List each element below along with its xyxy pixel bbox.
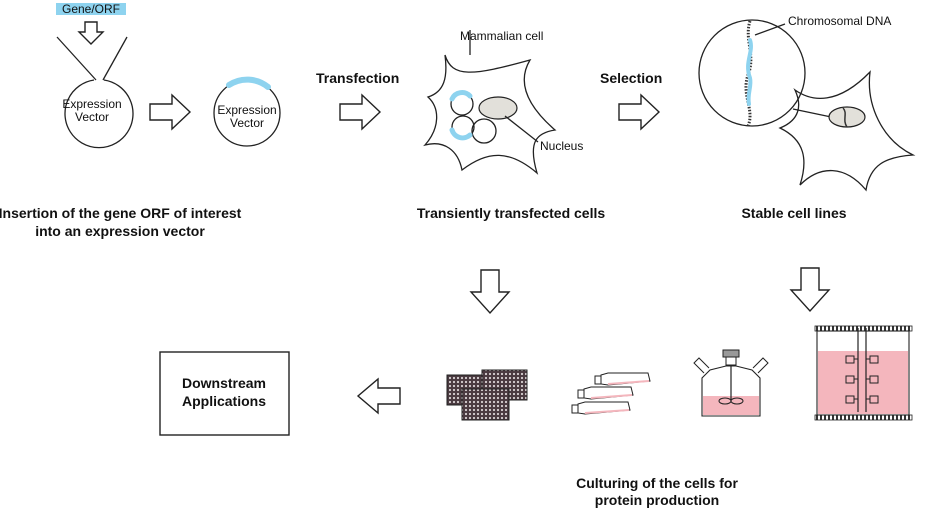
vector-label-line1: Expression	[62, 97, 121, 111]
vector-label-line2: Vector	[75, 110, 109, 124]
block-arrow-down-icon	[789, 267, 831, 313]
selection-label: Selection	[600, 70, 662, 86]
recombinant-vector: Expression Vector	[213, 76, 281, 147]
mammalian-cell-icon	[423, 30, 557, 175]
chromosomal-dna-zoom	[698, 19, 837, 127]
gene-orf-label: Gene/ORF	[62, 2, 120, 16]
recombinant-vector-label-line1: Expression	[217, 103, 276, 117]
culturing-caption-line1: Culturing of the cells for	[576, 475, 738, 491]
chromosomal-dna-label: Chromosomal DNA	[788, 14, 891, 28]
stable-cell-icon	[778, 70, 916, 192]
insertion-caption-line2: into an expression vector	[35, 223, 205, 239]
downstream-label-line1: Downstream	[182, 375, 266, 391]
block-arrow-down-icon	[77, 21, 105, 45]
bioreactor-icon	[814, 325, 913, 421]
mammalian-cell-label: Mammalian cell	[460, 29, 543, 43]
stable-lines-caption: Stable cell lines	[741, 205, 846, 221]
insertion-caption-line1: Insertion of the gene ORF of interest	[0, 205, 242, 221]
downstream-label-line2: Applications	[182, 393, 266, 409]
block-arrow-left-icon	[356, 377, 401, 415]
block-arrow-down-icon	[469, 269, 511, 315]
block-arrow-right-icon	[149, 93, 192, 131]
expression-vector-open: Expression Vector	[56, 36, 134, 149]
recombinant-vector-label-line2: Vector	[230, 116, 264, 130]
well-plate-icon	[446, 369, 528, 421]
block-arrow-right-icon	[339, 93, 382, 131]
downstream-applications-box: Downstream Applications	[159, 351, 290, 436]
nucleus-label: Nucleus	[540, 139, 583, 153]
culture-flask-icon	[571, 372, 651, 415]
block-arrow-right-icon	[618, 93, 661, 131]
transient-cells-caption: Transiently transfected cells	[417, 205, 606, 221]
transfection-label: Transfection	[316, 70, 399, 86]
culturing-caption-line2: protein production	[595, 492, 719, 508]
spinner-flask-icon	[693, 349, 769, 417]
gene-orf-insert: Gene/ORF	[56, 2, 126, 16]
